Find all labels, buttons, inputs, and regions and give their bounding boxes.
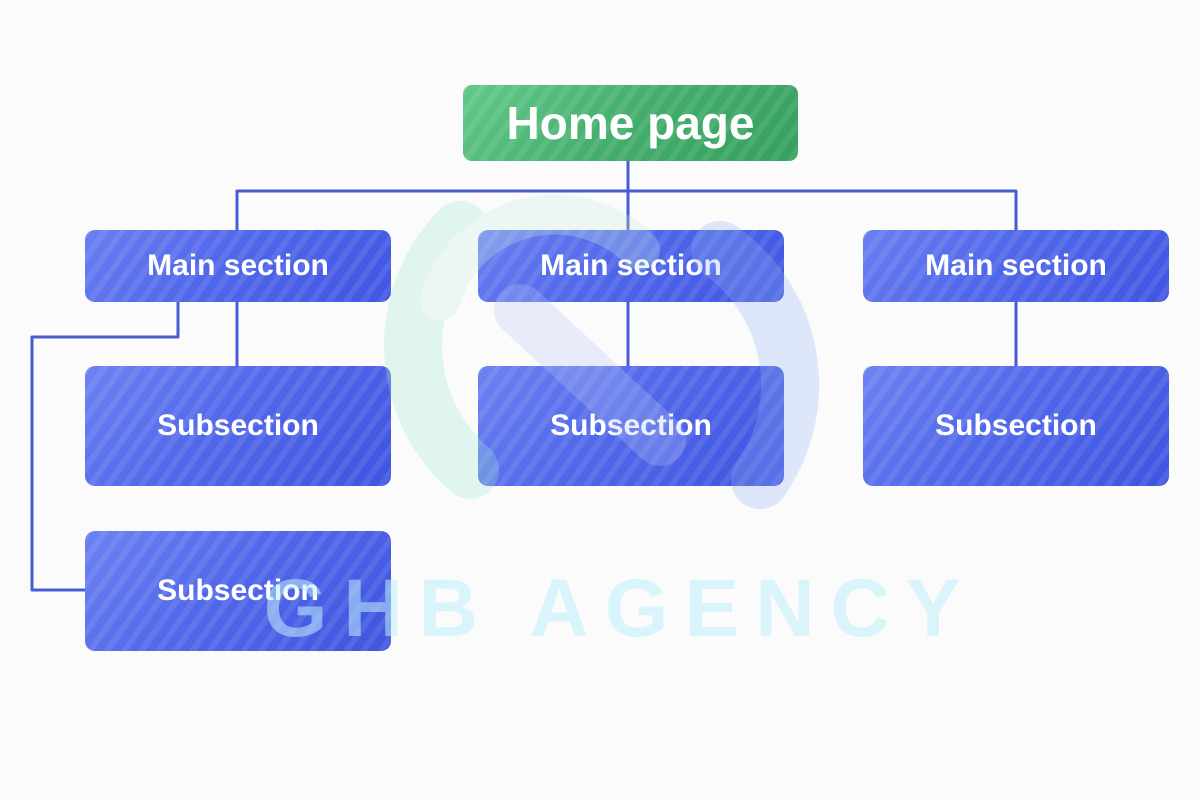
main-section-label-1: Main section (147, 249, 329, 282)
subsection-label-3: Subsection (935, 409, 1097, 442)
subsection-label-4: Subsection (157, 574, 319, 607)
main-section-label-3: Main section (925, 249, 1107, 282)
home-page-node[interactable]: Home page (463, 85, 798, 161)
subsection-label-1: Subsection (157, 409, 319, 442)
subsection-label-2: Subsection (550, 409, 712, 442)
main-section-label-2: Main section (540, 249, 722, 282)
main-section-node-3[interactable]: Main section (863, 230, 1169, 302)
home-page-label: Home page (506, 97, 755, 149)
subsection-node-2[interactable]: Subsection (478, 366, 784, 486)
subsection-node-3[interactable]: Subsection (863, 366, 1169, 486)
subsection-node-1[interactable]: Subsection (85, 366, 391, 486)
main-section-node-2[interactable]: Main section (478, 230, 784, 302)
main-section-node-1[interactable]: Main section (85, 230, 391, 302)
connector-main-1-to-sub-4 (30, 300, 180, 592)
subsection-node-4[interactable]: Subsection (85, 531, 391, 651)
